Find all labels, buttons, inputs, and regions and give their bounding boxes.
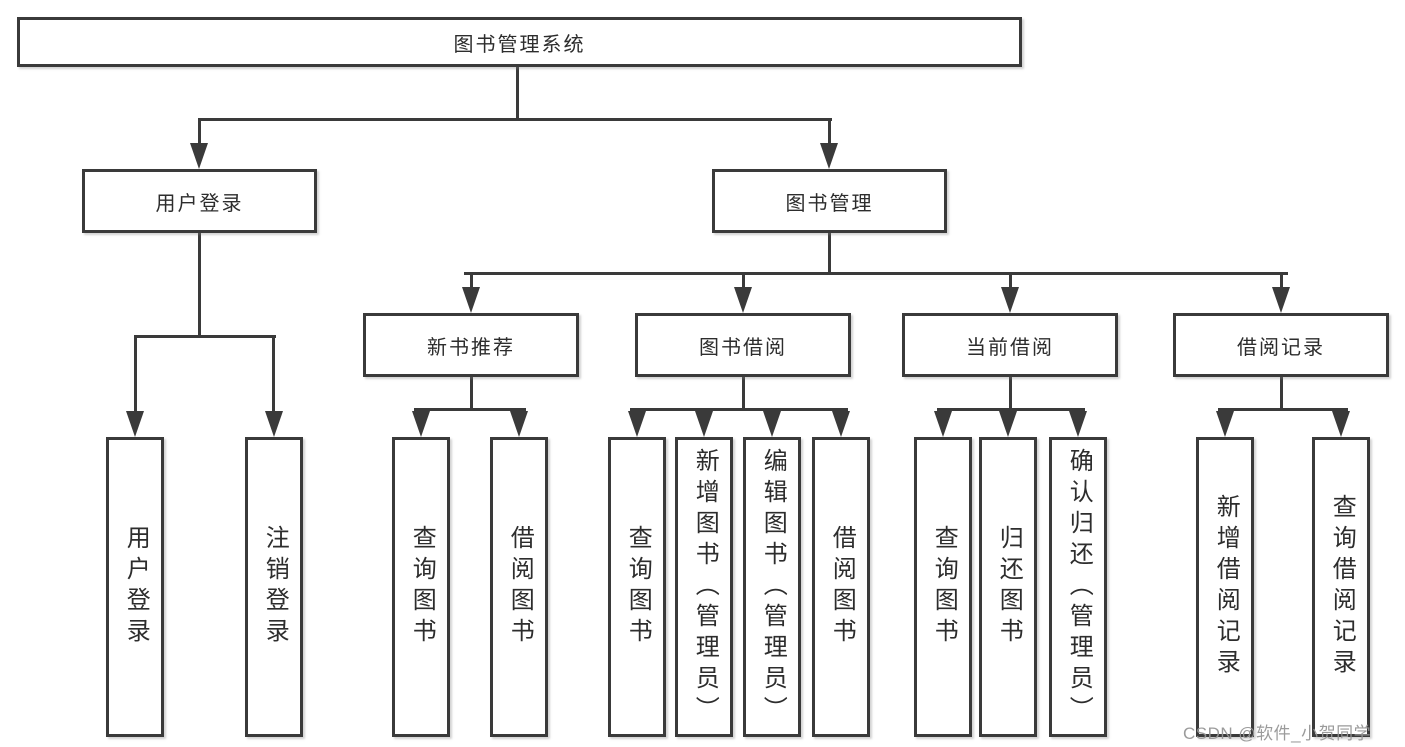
leaf-user-login: 用户登录 <box>106 437 164 737</box>
arrow-down-icon <box>628 411 646 437</box>
connector-line <box>1009 275 1012 289</box>
connector-line <box>470 275 473 289</box>
connector-line <box>198 233 201 338</box>
leaf-label: 查询图书 <box>930 525 958 649</box>
connector-line <box>1280 275 1283 289</box>
node-label: 图书管理系统 <box>453 33 586 56</box>
leaf-label: 查询图书 <box>624 525 652 649</box>
node-label: 新书推荐 <box>427 336 515 359</box>
arrow-down-icon <box>510 411 528 437</box>
leaf-confirm-return-admin: 确认归还（管理员） <box>1049 437 1107 737</box>
connector-line <box>742 377 745 411</box>
leaf-label: 借阅图书 <box>506 525 534 649</box>
node-borrowing-records: 借阅记录 <box>1173 313 1389 377</box>
leaf-label: 编辑图书（管理员） <box>759 447 787 727</box>
node-user-login: 用户登录 <box>82 169 317 233</box>
connector-line <box>134 335 276 338</box>
arrow-down-icon <box>265 411 283 437</box>
leaf-label: 查询借阅记录 <box>1328 494 1356 680</box>
leaf-add-borrow-record: 新增借阅记录 <box>1196 437 1254 737</box>
arrow-down-icon <box>934 411 952 437</box>
node-label: 借阅记录 <box>1237 336 1325 359</box>
connector-line <box>464 272 1288 275</box>
arrow-down-icon <box>763 411 781 437</box>
leaf-add-books-admin: 新增图书（管理员） <box>675 437 733 737</box>
node-label: 用户登录 <box>155 192 244 215</box>
arrow-down-icon <box>1216 411 1234 437</box>
connector-line <box>134 338 137 413</box>
arrow-down-icon <box>190 143 208 169</box>
connector-line <box>198 118 832 121</box>
connector-line <box>630 408 848 411</box>
leaf-logout: 注销登录 <box>245 437 303 737</box>
node-library-system: 图书管理系统 <box>17 17 1022 67</box>
leaf-query-books-recommend: 查询图书 <box>392 437 450 737</box>
leaf-query-books-borrowing: 查询图书 <box>608 437 666 737</box>
arrow-down-icon <box>126 411 144 437</box>
leaf-return-books: 归还图书 <box>979 437 1037 737</box>
arrow-down-icon <box>695 411 713 437</box>
leaf-label: 查询图书 <box>408 525 436 649</box>
connector-line <box>1009 377 1012 411</box>
node-book-borrowing: 图书借阅 <box>635 313 851 377</box>
connector-line <box>414 408 526 411</box>
arrow-down-icon <box>1272 287 1290 313</box>
connector-line <box>828 233 831 275</box>
leaf-query-books-current: 查询图书 <box>914 437 972 737</box>
arrow-down-icon <box>1332 411 1350 437</box>
arrow-down-icon <box>999 411 1017 437</box>
leaf-edit-books-admin: 编辑图书（管理员） <box>743 437 801 737</box>
connector-line <box>742 275 745 289</box>
csdn-watermark: CSDN @软件_小贺同学 <box>1183 724 1372 743</box>
arrow-down-icon <box>734 287 752 313</box>
leaf-label: 归还图书 <box>995 525 1023 649</box>
arrow-down-icon <box>1001 287 1019 313</box>
node-label: 当前借阅 <box>966 336 1054 359</box>
leaf-query-borrow-record: 查询借阅记录 <box>1312 437 1370 737</box>
leaf-label: 用户登录 <box>122 525 150 649</box>
connector-line <box>198 121 201 147</box>
node-book-management: 图书管理 <box>712 169 947 233</box>
arrow-down-icon <box>462 287 480 313</box>
leaf-label: 新增借阅记录 <box>1212 494 1240 680</box>
node-current-borrowing: 当前借阅 <box>902 313 1118 377</box>
connector-line <box>937 408 1085 411</box>
arrow-down-icon <box>412 411 430 437</box>
leaf-label: 借阅图书 <box>828 525 856 649</box>
connector-line <box>516 67 519 121</box>
arrow-down-icon <box>820 143 838 169</box>
connector-line <box>1218 408 1348 411</box>
node-label: 图书管理 <box>785 192 874 215</box>
connector-line <box>272 338 275 413</box>
leaf-borrow-books-recommend: 借阅图书 <box>490 437 548 737</box>
node-new-book-recommendation: 新书推荐 <box>363 313 579 377</box>
leaf-label: 新增图书（管理员） <box>691 447 719 727</box>
leaf-label: 注销登录 <box>261 525 289 649</box>
leaf-label: 确认归还（管理员） <box>1065 447 1093 727</box>
leaf-borrow-books: 借阅图书 <box>812 437 870 737</box>
arrow-down-icon <box>1069 411 1087 437</box>
arrow-down-icon <box>832 411 850 437</box>
connector-line <box>470 377 473 411</box>
connector-line <box>828 121 831 147</box>
connector-line <box>1280 377 1283 411</box>
node-label: 图书借阅 <box>699 336 787 359</box>
